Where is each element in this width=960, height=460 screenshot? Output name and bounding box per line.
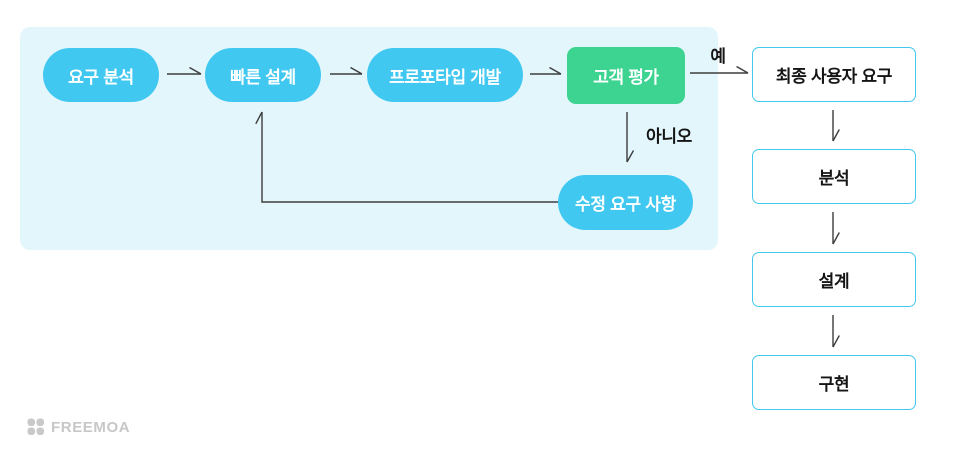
arrow-analysis-to-design — [832, 212, 840, 245]
edge-label-no: 아니오 — [646, 127, 693, 146]
node-revision-request: 수정 요구 사항 — [558, 175, 693, 230]
brand-footer: FREEMOA — [27, 418, 130, 436]
brand-name: FREEMOA — [51, 418, 131, 436]
node-requirement-analysis: 요구 분석 — [43, 48, 159, 102]
node-implementation: 구현 — [752, 355, 916, 410]
arrow-final-to-analysis — [832, 110, 840, 142]
node-design: 설계 — [752, 252, 916, 307]
edge-label-yes: 예 — [710, 47, 726, 66]
node-prototype-development: 프로포타입 개발 — [367, 48, 523, 102]
node-quick-design: 빠른 설계 — [205, 48, 321, 102]
node-analysis: 분석 — [752, 149, 916, 204]
arrow-design-to-implementation — [832, 315, 840, 348]
node-final-user-requirements: 최종 사용자 요구 — [752, 47, 916, 102]
node-customer-evaluation: 고객 평가 — [567, 47, 685, 104]
freemoa-clover-icon — [27, 418, 45, 436]
